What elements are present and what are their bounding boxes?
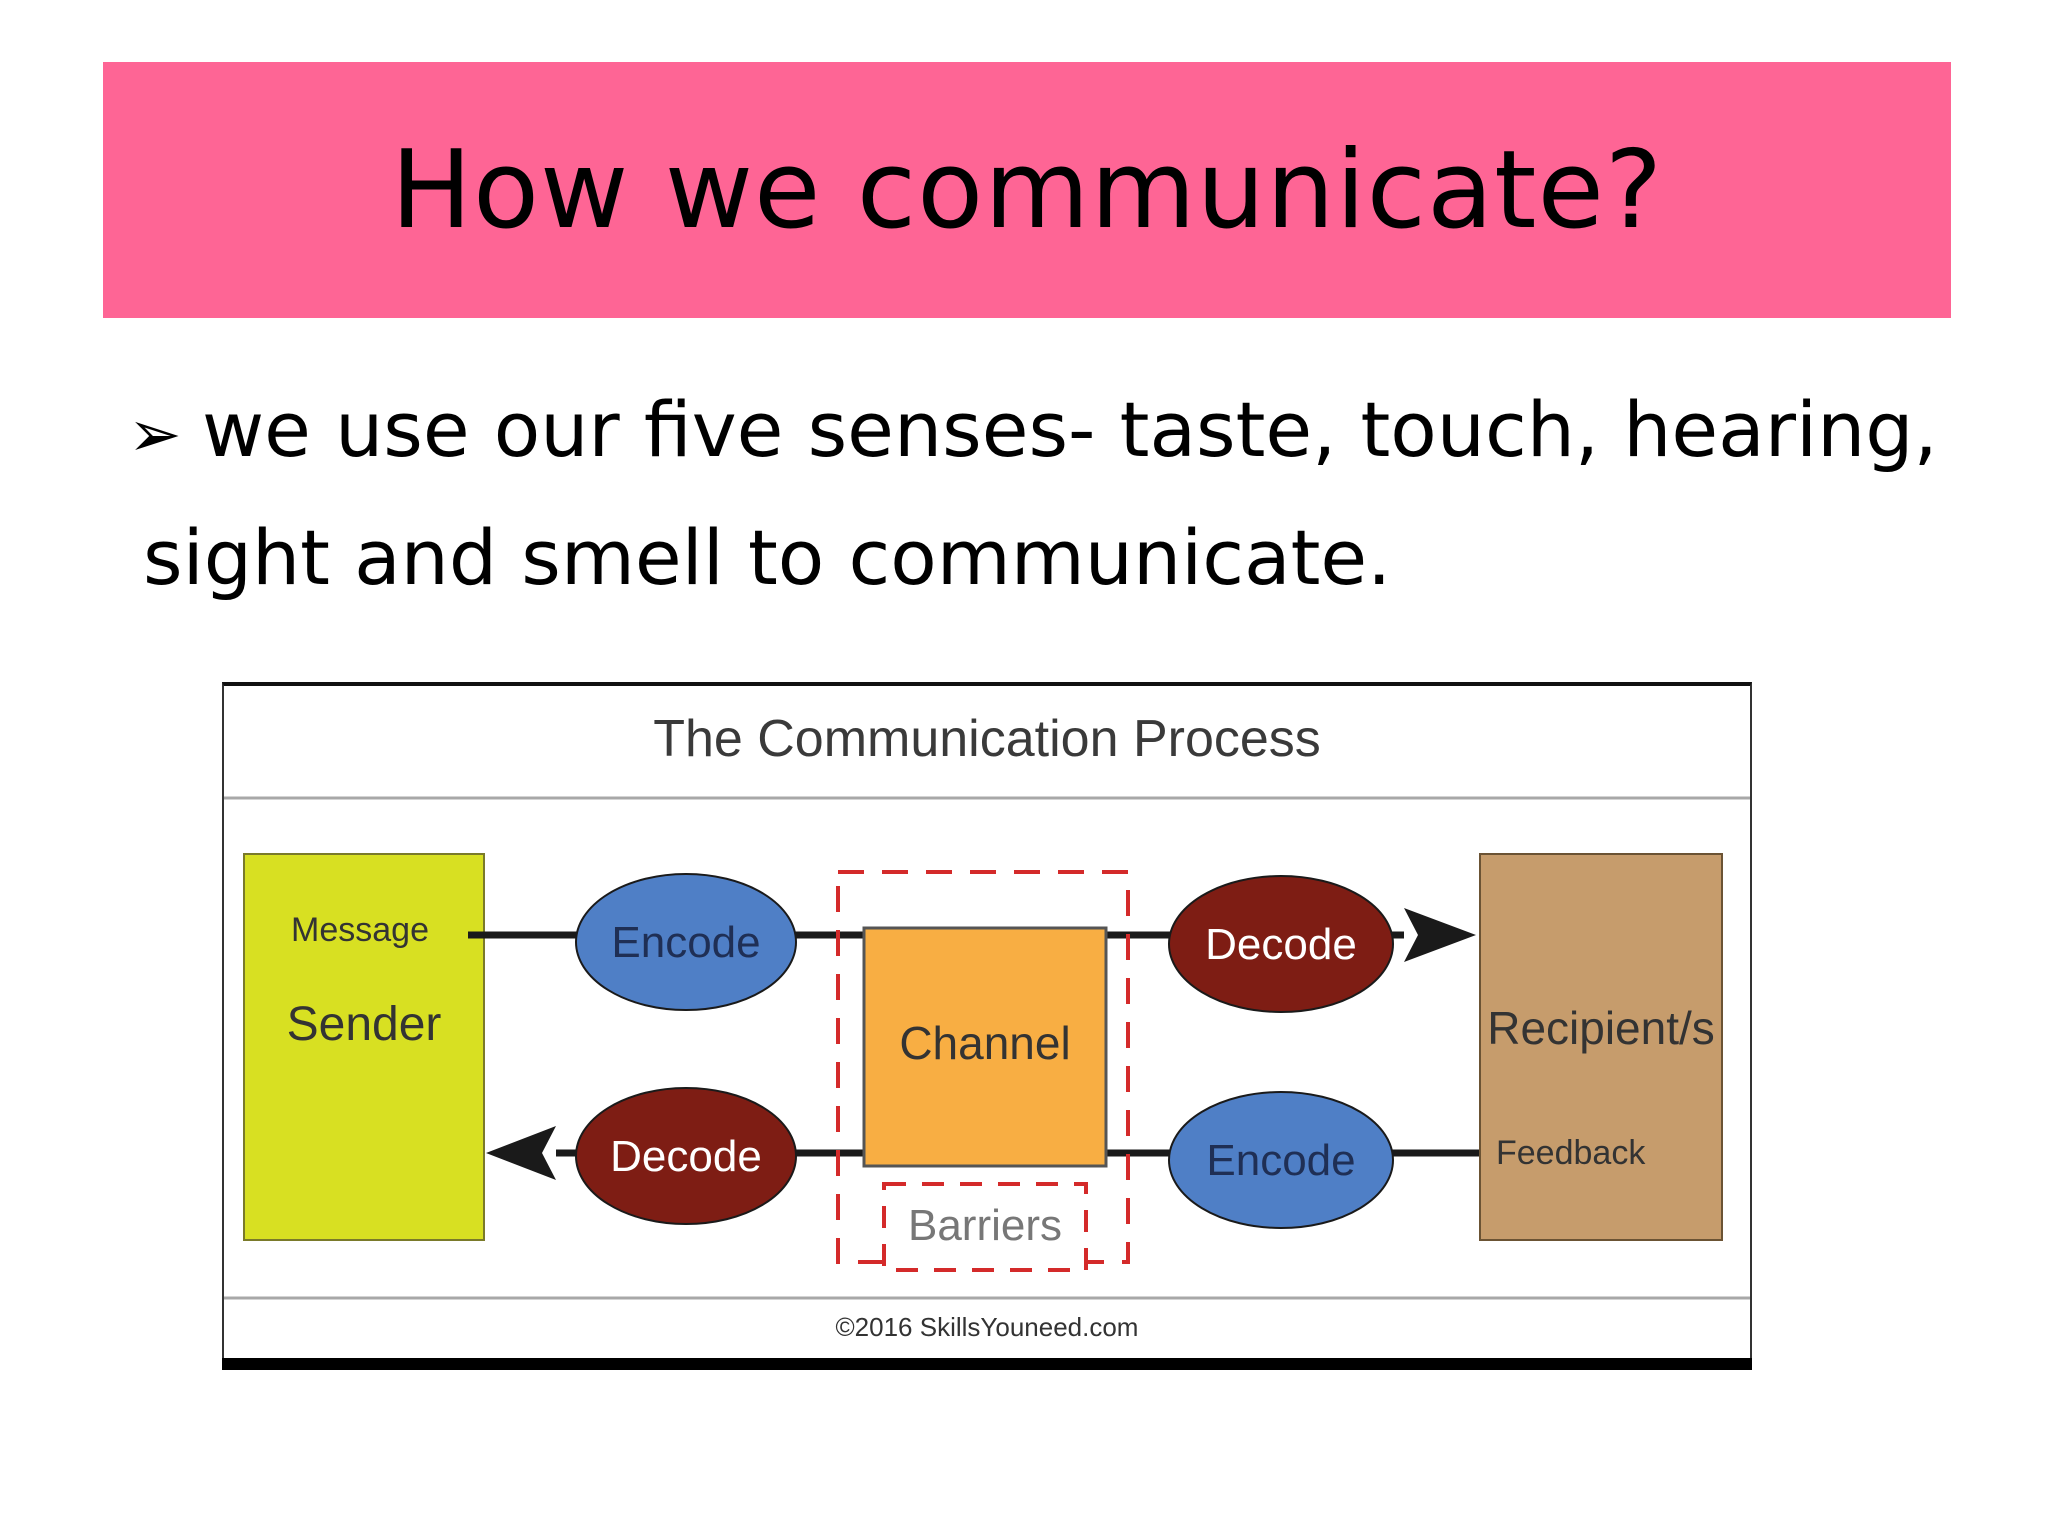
bullet-text-line-1: we use our five senses- taste, touch, he…	[202, 385, 1938, 474]
feedback-label: Feedback	[1496, 1134, 1646, 1172]
arrow-to-recipient-icon	[1404, 908, 1476, 962]
communication-process-diagram: The Communication Process Message Sender…	[222, 682, 1752, 1370]
bullet-item: ➢ we use our five senses- taste, touch, h…	[128, 378, 1938, 487]
diagram-canvas: The Communication Process Message Sender…	[224, 710, 1750, 1342]
sender-label: Sender	[287, 998, 442, 1051]
decode-top-ellipse	[1168, 875, 1394, 1013]
channel-label: Channel	[899, 1017, 1070, 1069]
decode-bottom-label: Decode	[610, 1132, 762, 1181]
diagram-bottom-bar	[222, 1358, 1752, 1370]
sender-box	[243, 853, 485, 1241]
barriers-label: Barriers	[908, 1201, 1062, 1250]
encode-bottom-ellipse	[1168, 1091, 1394, 1229]
channel-box	[862, 926, 1108, 1168]
copyright-text: ©2016 SkillsYouneed.com	[836, 1312, 1139, 1342]
slide-title: How we communicate?	[390, 127, 1664, 253]
message-label: Message	[291, 911, 429, 949]
recipient-label: Recipient/s	[1487, 1002, 1715, 1054]
encode-top-label: Encode	[611, 918, 760, 967]
arrow-bullet-icon: ➢	[128, 398, 182, 472]
bullet-text-line-2: sight and smell to communicate.	[143, 513, 1392, 602]
barriers-box	[882, 1182, 1088, 1272]
title-bar: How we communicate?	[103, 62, 1951, 318]
decode-bottom-ellipse	[575, 1087, 797, 1225]
decode-top-label: Decode	[1205, 920, 1357, 969]
diagram-title: The Communication Process	[653, 710, 1321, 768]
barriers-outer-region	[836, 870, 1130, 1264]
arrow-to-sender-icon	[486, 1126, 556, 1180]
encode-bottom-label: Encode	[1206, 1136, 1355, 1185]
recipient-box	[1479, 853, 1723, 1241]
encode-top-ellipse	[575, 873, 797, 1011]
